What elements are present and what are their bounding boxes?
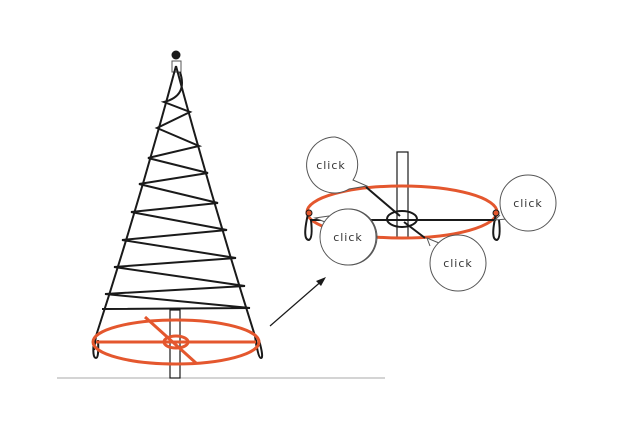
zoom-arrow: [269, 277, 326, 327]
tree-top-cap: [171, 60, 182, 73]
bubble-label: click: [443, 257, 473, 270]
detail-left-loop: [304, 213, 313, 242]
bubble-label: click: [316, 159, 346, 172]
bubble-label: click: [333, 231, 363, 244]
click-bubble: click: [493, 174, 557, 232]
click-bubble: click: [313, 208, 378, 266]
stand-detail: [304, 151, 501, 242]
base-spoke: [143, 315, 198, 365]
detail-pole: [396, 151, 409, 239]
tree-spiral-wire: [101, 71, 251, 310]
detail-right-loop: [492, 213, 501, 242]
tree-right-side: [175, 65, 258, 351]
bubble-label: click: [513, 197, 543, 210]
tree-frame: [91, 50, 264, 379]
click-bubble: click: [426, 234, 487, 292]
clip-point: [492, 209, 500, 217]
base-ring: [91, 318, 261, 366]
base-hub: [162, 334, 190, 350]
tree-top-knob: [171, 50, 181, 60]
right-foot-loop: [255, 339, 264, 360]
detail-hub: [386, 210, 418, 228]
click-bubble: click: [306, 136, 369, 194]
detail-spoke: [403, 221, 426, 239]
clip-point: [305, 209, 313, 217]
